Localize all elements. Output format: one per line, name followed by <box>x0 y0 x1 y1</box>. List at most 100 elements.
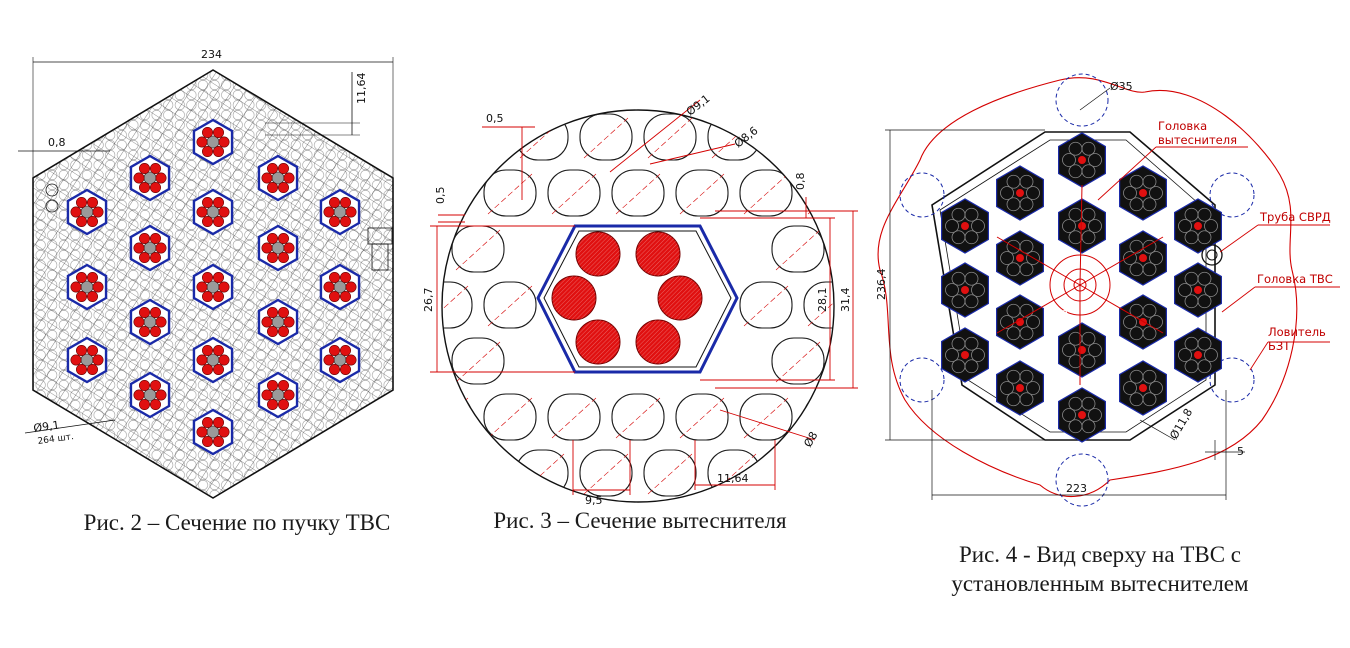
assembly-rod <box>1142 303 1157 318</box>
spacer-tube <box>675 169 729 217</box>
fig4-caption-line2: установленным вытеснителем <box>951 571 1249 596</box>
assembly-rod <box>1019 303 1034 318</box>
spacer-tube <box>547 393 601 441</box>
fuel-rod <box>328 271 340 283</box>
assembly-rod <box>1129 392 1144 407</box>
fuel-rod <box>339 364 351 376</box>
fuel-rod <box>76 196 88 208</box>
assembly-rod <box>945 348 959 362</box>
fuel-rod <box>155 242 167 254</box>
tube-axis <box>775 229 821 271</box>
fuel-rod <box>266 326 278 338</box>
spacer-tube <box>611 169 665 217</box>
assembly-rod <box>1000 381 1014 395</box>
fuel-rod <box>339 291 351 303</box>
spacer-tube <box>579 113 633 161</box>
fuel-rod <box>328 344 340 356</box>
tube-axis <box>743 173 789 215</box>
tube-axis <box>442 285 469 327</box>
fig3-dim-gap-left: 0,5 <box>434 187 447 205</box>
fuel-rod <box>218 426 230 438</box>
fuel-rod <box>339 344 351 356</box>
fuel-rod <box>266 399 278 411</box>
assembly-rod <box>1088 408 1102 422</box>
fig3-dim-h3: 31,4 <box>839 288 852 313</box>
assembly-rod <box>1088 219 1102 233</box>
fuel-rod <box>339 196 351 208</box>
assembly-rod <box>1019 369 1034 384</box>
fig4-dim-h: 236,4 <box>875 269 888 301</box>
fuel-rod <box>213 364 225 376</box>
fuel-rod <box>87 364 99 376</box>
fuel-rod <box>213 196 225 208</box>
spacer-tube <box>675 393 729 441</box>
fuel-rod <box>196 206 208 218</box>
fuel-rod <box>202 364 214 376</box>
fuel-rod <box>150 252 162 264</box>
fig4-assemblies <box>941 132 1222 443</box>
fuel-rod <box>92 206 104 218</box>
assembly-core <box>961 222 969 230</box>
fuel-rod <box>283 242 295 254</box>
tube-axis <box>615 173 661 215</box>
assembly-rod <box>1062 219 1076 233</box>
tube-axis <box>647 117 693 159</box>
fuel-rod <box>139 379 151 391</box>
fuel-rod <box>76 271 88 283</box>
assembly-rod <box>1184 359 1199 374</box>
fuel-rod <box>70 281 82 293</box>
assembly-rod <box>1062 153 1076 167</box>
spacer-tube <box>547 169 601 217</box>
assembly-rod <box>1006 262 1021 277</box>
spacer-tube <box>643 449 697 497</box>
tube-axis <box>455 229 501 271</box>
spacer-tube <box>771 337 825 385</box>
fuel-rod <box>139 162 151 174</box>
tube-axis <box>743 397 789 439</box>
assembly-core <box>1139 384 1147 392</box>
fuel-rod <box>202 416 214 428</box>
fuel-rod <box>133 242 145 254</box>
assembly-rod <box>1178 219 1192 233</box>
fuel-rod <box>261 172 273 184</box>
fuel-rod <box>328 196 340 208</box>
fuel-rod <box>323 206 335 218</box>
fig4-label-head-tvs: Головка ТВС <box>1257 272 1333 286</box>
assembly-rod <box>1068 230 1083 245</box>
fuel-rod <box>213 436 225 448</box>
assembly-core <box>1078 156 1086 164</box>
fuel-rod <box>202 216 214 228</box>
fig3-caption: Рис. 3 – Сечение вытеснителя <box>493 508 787 533</box>
fuel-rod <box>283 389 295 401</box>
assembly-core <box>1194 351 1202 359</box>
fuel-rod <box>213 291 225 303</box>
fig4-dim-d11: Ø11,8 <box>1167 406 1195 441</box>
fuel-rod <box>213 416 225 428</box>
fuel-rod <box>87 344 99 356</box>
fuel-rod <box>70 354 82 366</box>
assembly-rod <box>1129 197 1144 212</box>
spacer-tube <box>579 449 633 497</box>
assembly-rod <box>1081 207 1096 222</box>
tube-axis <box>487 285 533 327</box>
fuel-rod <box>196 354 208 366</box>
fuel-rod <box>277 306 289 318</box>
assembly-rod <box>1123 251 1137 265</box>
assembly-rod <box>964 271 979 286</box>
fig2-caption: Рис. 2 – Сечение по пучку ТВС <box>83 510 391 535</box>
assembly-rod <box>1062 408 1076 422</box>
fuel-rod <box>76 291 88 303</box>
assembly-rod <box>1081 396 1096 411</box>
fuel-rod <box>213 146 225 158</box>
fuel-rod <box>133 172 145 184</box>
tube-axis <box>775 341 821 383</box>
fuel-rod <box>202 291 214 303</box>
fig3-dim-h2: 28,1 <box>816 288 829 313</box>
fuel-rod <box>277 326 289 338</box>
assembly-core <box>1016 189 1024 197</box>
assembly-rod <box>1000 315 1014 329</box>
spacer-tube <box>483 393 537 441</box>
assembly-rod <box>964 336 979 351</box>
